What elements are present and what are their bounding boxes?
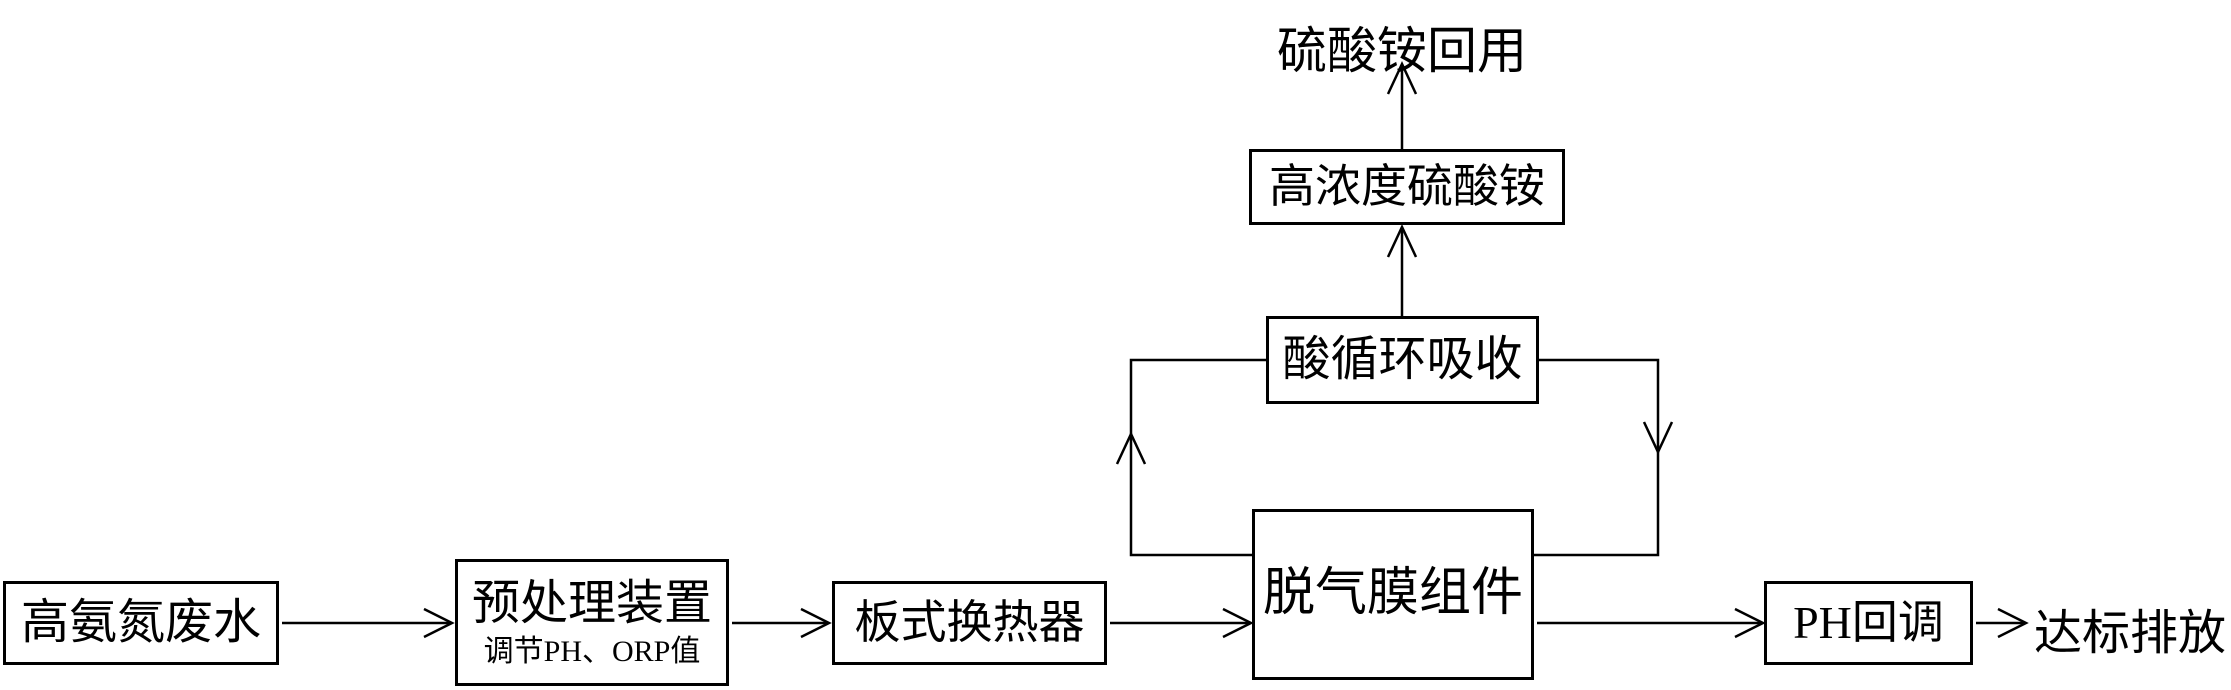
- node-pretreatment: 预处理装置 调节PH、ORP值: [455, 559, 729, 686]
- node-wastewater-label: 高氨氮废水: [20, 596, 261, 650]
- node-acid-absorption-label: 酸循环吸收: [1282, 333, 1523, 387]
- arrow-ph-to-discharge: [1976, 607, 2029, 639]
- arrow-ammonium-to-reuse: [1386, 61, 1418, 149]
- node-heat-exchanger-label: 板式换热器: [854, 597, 1085, 649]
- node-ph-readjust-label: PH回调: [1793, 597, 1944, 649]
- loop-membrane-up-to-acid: [1115, 358, 1266, 557]
- node-ph-readjust: PH回调: [1764, 581, 1973, 665]
- arrow-membrane-to-ph: [1537, 607, 1766, 639]
- node-ammonium-sulfate: 高浓度硫酸铵: [1249, 149, 1565, 225]
- node-ammonium-sulfate-label: 高浓度硫酸铵: [1269, 161, 1545, 213]
- node-heat-exchanger: 板式换热器: [832, 581, 1107, 665]
- node-degassing-membrane-label: 脱气膜组件: [1262, 565, 1523, 623]
- loop-acid-down-to-membrane: [1534, 358, 1674, 557]
- node-acid-absorption: 酸循环吸收: [1266, 316, 1539, 404]
- node-pretreatment-label: 预处理装置: [471, 576, 712, 630]
- arrow-acid-to-ammonium: [1386, 224, 1418, 316]
- arrow-wastewater-to-pretreatment: [282, 607, 455, 639]
- node-wastewater: 高氨氮废水: [3, 581, 279, 665]
- arrow-pretreatment-to-heat-exchanger: [732, 607, 832, 639]
- arrow-heat-exchanger-to-membrane: [1110, 607, 1254, 639]
- label-discharge: 达标排放: [2033, 607, 2226, 660]
- node-degassing-membrane: 脱气膜组件: [1252, 509, 1534, 680]
- node-pretreatment-sublabel: 调节PH、ORP值: [483, 634, 701, 668]
- label-ammonium-reuse: 硫酸铵回用: [1277, 23, 1527, 79]
